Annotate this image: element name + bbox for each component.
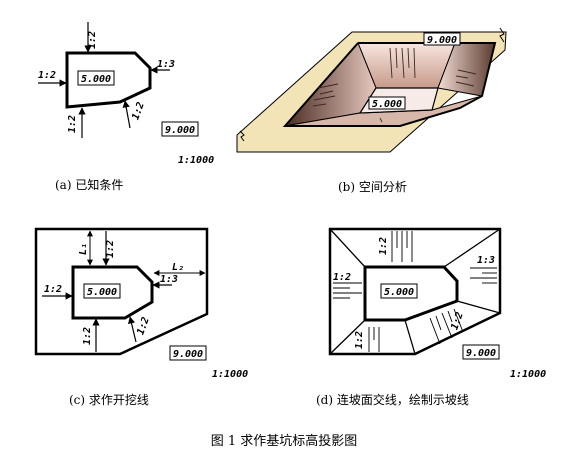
panel-d: 1:2 1:2 1:3 1:2 1:2 5.000 9.000 1:1000 (… xyxy=(316,227,546,407)
dimension-label: L₁ xyxy=(78,243,89,255)
elevation-inner: 5.000 xyxy=(81,74,111,85)
slope-intersection-lines xyxy=(329,228,501,355)
slope-label: 1:2 xyxy=(105,240,116,258)
slope-label: 1:2 xyxy=(333,272,351,283)
excavation-line xyxy=(328,227,502,356)
ground-elevation-box xyxy=(161,121,199,137)
elevation-inner: 5.000 xyxy=(384,287,414,298)
panel-c: 5.000 L₁ 1:2 1:2 L₂ 1:3 1:2 1:2 9.000 1:… xyxy=(34,227,248,407)
break-mark xyxy=(499,27,505,43)
scale-label: 1:1000 xyxy=(510,369,546,380)
slope-arrow xyxy=(122,100,131,129)
panel-caption: (a) 已知条件 xyxy=(55,178,123,192)
slope-label: 1:2 xyxy=(378,237,389,255)
top-elevation-box xyxy=(423,32,461,46)
panel-caption: (d) 连坡面交线，绘制示坡线 xyxy=(316,392,469,407)
slope-label: 1:2 xyxy=(67,115,78,133)
elevation-ground: 9.000 xyxy=(466,348,496,359)
slope-label: 1:2 xyxy=(38,70,56,81)
elevation-inner: 5.000 xyxy=(87,287,117,298)
pit-outline xyxy=(71,265,154,320)
slope-label: 1:2 xyxy=(87,31,98,49)
ground-elevation-box xyxy=(462,344,500,360)
excavation-line xyxy=(34,227,209,356)
slope-hatching xyxy=(333,231,497,352)
excavation-rim xyxy=(282,42,497,127)
panel-b: 9.000 5.000 (b) 空间分析 xyxy=(236,27,507,194)
elevation-box xyxy=(380,283,418,299)
slope-label: 1:3 xyxy=(157,59,175,70)
panel-caption: (c) 求作开挖线 xyxy=(69,392,149,407)
elevation-bottom: 5.000 xyxy=(372,99,402,110)
slope-label: 1:3 xyxy=(477,255,495,266)
scale-label: 1:1000 xyxy=(212,369,248,380)
figure-caption: 图 1 求作基坑标高投影图 xyxy=(211,433,358,449)
elevation-ground: 9.000 xyxy=(173,349,203,360)
slope-arrow xyxy=(128,316,137,343)
panel-caption: (b) 空间分析 xyxy=(338,180,407,194)
slope-label: 1:2 xyxy=(82,327,93,345)
break-mark xyxy=(239,130,245,142)
slope-label: 1:2 xyxy=(449,311,466,332)
ground-elevation-box xyxy=(169,345,207,361)
pit-outline xyxy=(65,51,152,109)
slope-label: 1:2 xyxy=(135,316,152,337)
panel-a: 5.000 1:2 1:2 1:3 1:2 1:2 9.000 1:1000 (… xyxy=(38,22,214,192)
bottom-elevation-box xyxy=(368,96,406,110)
slope-hatching xyxy=(312,47,477,123)
elevation-top: 9.000 xyxy=(427,35,457,46)
dimension-label: L₂ xyxy=(172,262,184,273)
slope-label: 1:2 xyxy=(130,101,147,122)
elevation-box xyxy=(83,283,121,299)
elevation-box xyxy=(77,70,115,86)
slope-label: 1:3 xyxy=(160,274,178,285)
scale-label: 1:1000 xyxy=(178,155,214,166)
slope-label: 1:2 xyxy=(44,284,62,295)
elevation-ground: 9.000 xyxy=(165,125,195,136)
slope-label: 1:2 xyxy=(354,331,365,349)
